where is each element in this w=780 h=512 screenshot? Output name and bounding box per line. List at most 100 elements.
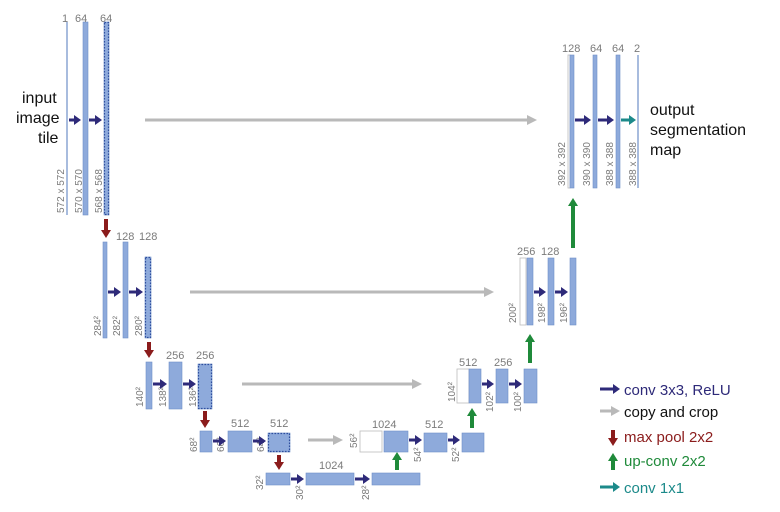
channel-label: 512 xyxy=(425,419,443,431)
conv8-map-crop-region xyxy=(267,432,291,453)
input-label: image xyxy=(16,110,60,127)
conv-arrow-icon xyxy=(291,474,304,484)
dim-label: 570 x 570 xyxy=(74,169,85,213)
conv-arrow-icon xyxy=(253,436,266,446)
dim-label: 196² xyxy=(559,302,570,323)
conv18-map xyxy=(615,54,621,189)
input-label: tile xyxy=(38,130,59,147)
dim-label: 280² xyxy=(134,315,145,336)
pool-arrow-icon xyxy=(608,430,618,446)
dim-label: 102² xyxy=(485,391,496,412)
pool-arrow-icon xyxy=(144,342,154,358)
conv-arrow-icon xyxy=(355,474,370,484)
conv4-map-crop-region xyxy=(144,256,152,339)
copy-arrow-icon xyxy=(190,287,494,297)
copy-arrow-icon xyxy=(600,406,620,416)
dim-label: 284² xyxy=(93,315,104,336)
conv7-map xyxy=(227,430,253,453)
channel-label: 1 xyxy=(62,13,68,25)
conv1-map xyxy=(82,21,89,216)
upconv-arrow-icon xyxy=(568,198,578,248)
pool-arrow-icon xyxy=(200,411,210,428)
conv10-map xyxy=(371,472,421,486)
channel-label: 128 xyxy=(541,246,559,258)
channel-label: 256 xyxy=(196,350,214,362)
channel-label: 512 xyxy=(459,357,477,369)
dim-label: 136² xyxy=(188,386,199,407)
conv-arrow-icon xyxy=(183,379,196,389)
dim-label: 28² xyxy=(361,485,372,500)
dim-label: 32² xyxy=(255,475,266,490)
conv5-map xyxy=(168,361,183,410)
pool4-map xyxy=(265,472,291,486)
pool-arrow-icon xyxy=(274,455,284,470)
dim-label: 56² xyxy=(349,433,360,448)
conv-arrow-icon xyxy=(448,435,460,445)
channel-label: 64 xyxy=(612,43,624,55)
conv-arrow-icon xyxy=(409,435,422,445)
channel-label: 256 xyxy=(517,246,535,258)
conv14-map xyxy=(523,368,538,404)
dim-label: 200² xyxy=(508,302,519,323)
conv-arrow-icon xyxy=(600,384,620,394)
upconv1-map xyxy=(383,430,409,453)
pool-arrow-icon xyxy=(101,219,111,238)
legend-label: up-conv 2x2 xyxy=(624,453,706,470)
dim-label: 572 x 572 xyxy=(56,169,67,213)
copy-arrow-icon xyxy=(308,435,343,445)
dim-label: 140² xyxy=(135,386,146,407)
channel-label: 64 xyxy=(590,43,602,55)
upconv3-map xyxy=(526,257,534,326)
legend-label: copy and crop xyxy=(624,404,718,421)
channel-label: 256 xyxy=(494,357,512,369)
dim-label: 568 x 568 xyxy=(94,169,105,213)
channel-label: 1024 xyxy=(319,460,343,472)
legend-label: conv 1x1 xyxy=(624,480,684,497)
dim-label: 30² xyxy=(295,485,306,500)
pool2-map xyxy=(145,361,153,410)
conv-arrow-icon xyxy=(213,436,226,446)
pool3-map xyxy=(199,430,213,453)
dim-label: 388 x 388 xyxy=(628,142,639,186)
cropped-copy-map xyxy=(359,430,383,453)
channel-label: 512 xyxy=(231,418,249,430)
output-label: segmentation xyxy=(650,122,746,139)
upconv-arrow-icon xyxy=(608,453,618,470)
cropped-copy-map xyxy=(519,257,527,326)
conv-arrow-icon xyxy=(89,115,102,125)
dim-label: 100² xyxy=(513,391,524,412)
legend-label: conv 3x3, ReLU xyxy=(624,382,731,399)
conv-arrow-icon xyxy=(555,287,568,297)
dim-label: 54² xyxy=(413,447,424,462)
conv-arrow-icon xyxy=(534,287,546,297)
conv1x1-arrow-icon xyxy=(600,482,620,492)
dim-label: 64² xyxy=(256,437,267,452)
conv6-map xyxy=(197,363,213,410)
conv1x1-arrow-icon xyxy=(621,115,636,125)
channel-label: 128 xyxy=(139,231,157,243)
channel-label: 64 xyxy=(75,13,87,25)
output-label: output xyxy=(650,102,695,119)
pool1-map xyxy=(102,241,108,339)
conv9-map xyxy=(305,472,355,486)
conv2-map-crop-region xyxy=(103,21,110,216)
dim-label: 138² xyxy=(158,386,169,407)
dim-label: 104² xyxy=(447,381,458,402)
dim-label: 388 x 388 xyxy=(605,142,616,186)
dim-label: 68² xyxy=(189,437,200,452)
output-label: map xyxy=(650,142,681,159)
conv11-map xyxy=(423,432,448,453)
upconv-arrow-icon xyxy=(392,452,402,470)
upconv4-map xyxy=(569,54,575,189)
conv-arrow-icon xyxy=(482,379,494,389)
channel-label: 256 xyxy=(166,350,184,362)
channel-label: 64 xyxy=(100,13,112,25)
upconv-arrow-icon xyxy=(467,408,477,428)
conv-arrow-icon xyxy=(153,379,167,389)
conv15-map xyxy=(547,257,555,326)
dim-label: 52² xyxy=(451,447,462,462)
conv-arrow-icon xyxy=(509,379,522,389)
conv-arrow-icon xyxy=(129,287,143,297)
conv-arrow-icon xyxy=(598,115,614,125)
